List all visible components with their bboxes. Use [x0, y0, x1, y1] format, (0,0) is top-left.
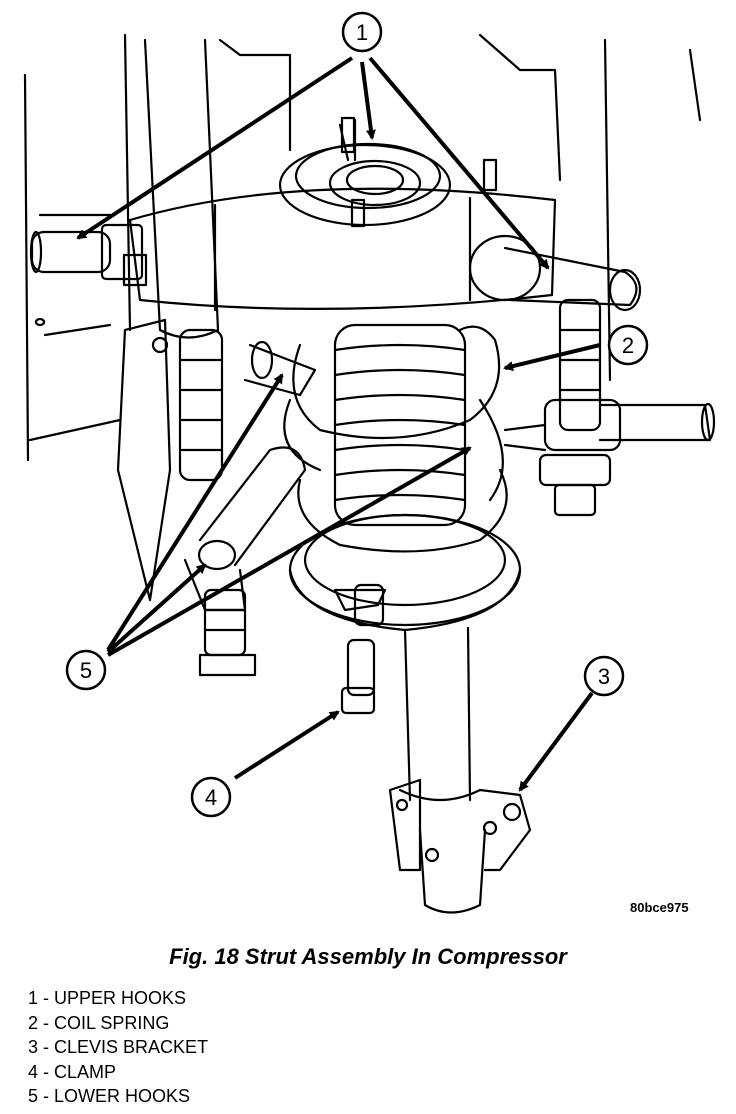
legend-item: 2 - COIL SPRING	[28, 1012, 170, 1033]
legend: 1 - UPPER HOOKS 2 - COIL SPRING 3 - CLEV…	[28, 986, 208, 1109]
leader-line-5b	[106, 563, 207, 654]
lower-hooks	[183, 340, 317, 677]
coil-spring	[283, 323, 508, 553]
legend-number: 2	[28, 1012, 39, 1033]
callout-5: 5	[65, 649, 107, 691]
legend-number: 4	[28, 1061, 39, 1082]
leader-line-5c	[107, 446, 472, 657]
compressor-frame	[23, 33, 702, 462]
legend-item: 5 - LOWER HOOKS	[28, 1086, 191, 1106]
figure-caption: Fig. 18 Strut Assembly In Compressor	[169, 944, 567, 969]
callout-2: 2	[607, 324, 649, 366]
legend-label: CLAMP	[54, 1061, 117, 1082]
upper-strut-mount	[278, 116, 498, 228]
left-column	[143, 38, 224, 482]
svg-text:4: 4	[205, 785, 217, 810]
svg-text:5: 5	[80, 658, 92, 683]
legend-label: UPPER HOOKS	[54, 988, 187, 1008]
legend-item: 3 - CLEVIS BRACKET	[28, 1037, 209, 1057]
legend-item: 1 - UPPER HOOKS	[28, 988, 187, 1008]
figure-reference-code: 80bce975	[630, 900, 689, 915]
leader-line-5a	[106, 373, 284, 652]
legend-number: 3	[28, 1037, 39, 1057]
callout-1: 1	[341, 11, 383, 53]
legend-item: 4 - CLAMP	[28, 1061, 117, 1082]
leader-line-1a	[76, 56, 354, 240]
legend-number: 5	[28, 1086, 39, 1106]
svg-text:3: 3	[598, 664, 610, 689]
clamp	[333, 583, 387, 715]
leader-line-2	[503, 343, 601, 371]
strut-compressor-illustration: 1 2 3 4 5	[23, 11, 716, 914]
strut-body	[398, 626, 487, 914]
legend-label: COIL SPRING	[54, 1012, 170, 1033]
side-bracket-plate	[116, 318, 172, 602]
legend-label: LOWER HOOKS	[54, 1086, 191, 1106]
upper-hook-right	[503, 246, 642, 312]
leader-line-4	[233, 710, 340, 780]
leader-line-1c	[368, 56, 550, 270]
clevis-bracket	[388, 778, 532, 872]
right-column	[503, 298, 716, 517]
leader-line-1b	[360, 61, 376, 140]
svg-text:1: 1	[356, 20, 368, 45]
svg-text:2: 2	[622, 333, 634, 358]
legend-label: CLEVIS BRACKET	[54, 1037, 209, 1057]
legend-number: 1	[28, 988, 39, 1008]
callout-3: 3	[583, 655, 625, 697]
callout-4: 4	[190, 776, 232, 818]
leader-line-3	[518, 691, 594, 792]
